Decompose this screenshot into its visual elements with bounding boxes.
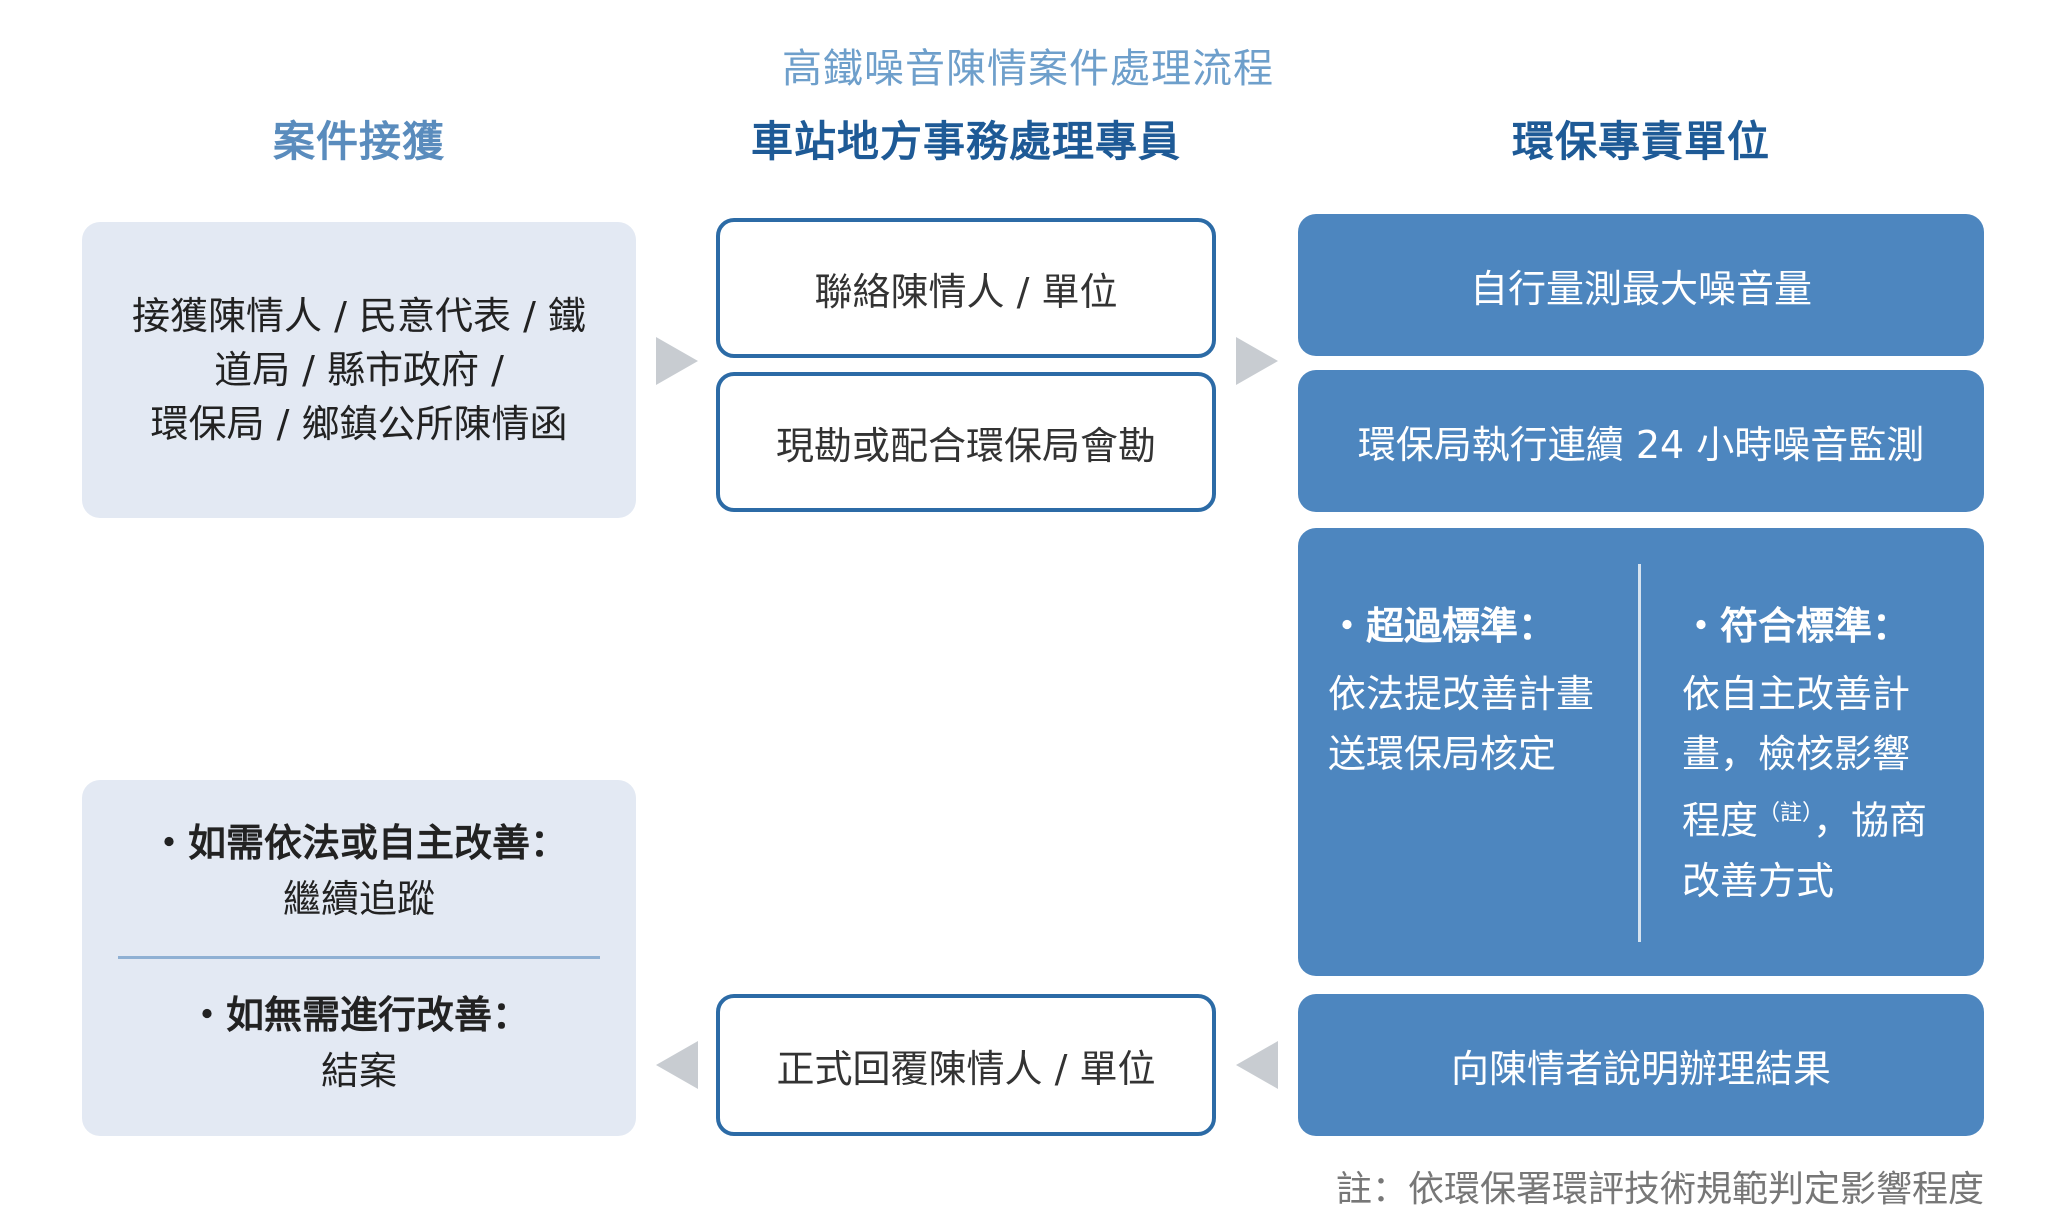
diagram-title: 高鐵噪音陳情案件處理流程 [782,46,1274,92]
comply-section: ・符合標準： 依自主改善計 畫，檢核影響 程度（註），協商 改善方式 [1682,596,1962,911]
comply-line-3-a: 程度 [1682,798,1759,843]
column-heading-station: 車站地方事務處理專員 [750,117,1181,166]
measure-label: 自行量測最大噪音量 [1469,266,1812,311]
comply-line-2: 畫，檢核影響 [1682,732,1911,776]
explain-box: 向陳情者說明辦理結果 [1298,994,1984,1136]
comply-line-1: 依自主改善計 [1682,672,1911,716]
noneed-heading: ・如無需進行改善： [187,993,530,1037]
contact-box: 聯絡陳情人 / 單位 [716,218,1216,358]
measure-box: 自行量測最大噪音量 [1298,214,1984,356]
monitor-label: 環保局執行連續 24 小時噪音監測 [1357,422,1925,467]
comply-line-3: 程度（註），協商 [1682,784,1962,851]
outcome-noneed: ・如無需進行改善： 結案 [82,986,636,1098]
monitor-box: 環保局執行連續 24 小時噪音監測 [1298,370,1984,512]
exceed-line-2: 送環保局核定 [1328,732,1557,776]
need-heading: ・如需依法或自主改善： [149,821,568,865]
exceed-line-1: 依法提改善計畫 [1328,672,1595,716]
outcome-need: ・如需依法或自主改善： 繼續追蹤 [82,814,636,926]
need-text: 繼續追蹤 [282,877,435,921]
note-marker: （註） [1758,801,1814,826]
survey-label: 現勘或配合環保局會勘 [775,423,1156,468]
comply-line-4: 改善方式 [1682,858,1835,903]
footnote: 註：依環保署環評技術規範判定影響程度 [1335,1169,1984,1210]
receive-line-2: 道局 / 縣市政府 / [214,348,504,392]
contact-label: 聯絡陳情人 / 單位 [814,269,1118,314]
column-heading-environment: 環保專責單位 [1511,117,1770,166]
reply-box: 正式回覆陳情人 / 單位 [716,994,1216,1136]
arrow-left-1 [1236,1041,1278,1089]
comply-heading: ・符合標準： [1682,604,1911,648]
receive-line-3: 環保局 / 鄉鎮公所陳情函 [150,402,568,446]
standards-box: ・超過標準： 依法提改善計畫 送環保局核定 ・符合標準： 依自主改善計 畫，檢核… [1298,528,1984,976]
receive-box: 接獲陳情人 / 民意代表 / 鐵 道局 / 縣市政府 / 環保局 / 鄉鎮公所陳… [82,222,636,518]
noneed-text: 結案 [320,1049,397,1093]
standards-divider [1638,564,1641,942]
comply-line-3-b: ，協商 [1813,798,1928,843]
outcome-box: ・如需依法或自主改善： 繼續追蹤 ・如無需進行改善： 結案 [82,780,636,1136]
explain-label: 向陳情者說明辦理結果 [1450,1046,1831,1091]
survey-box: 現勘或配合環保局會勘 [716,372,1216,512]
exceed-section: ・超過標準： 依法提改善計畫 送環保局核定 [1328,596,1628,784]
arrow-right-1 [656,337,698,385]
column-heading-receive: 案件接獲 [272,117,445,166]
reply-label: 正式回覆陳情人 / 單位 [776,1046,1156,1091]
arrow-left-2 [656,1041,698,1089]
arrow-right-2 [1236,337,1278,385]
exceed-heading: ・超過標準： [1328,604,1557,648]
receive-line-1: 接獲陳情人 / 民意代表 / 鐵 [132,294,586,338]
outcome-divider [118,956,600,959]
